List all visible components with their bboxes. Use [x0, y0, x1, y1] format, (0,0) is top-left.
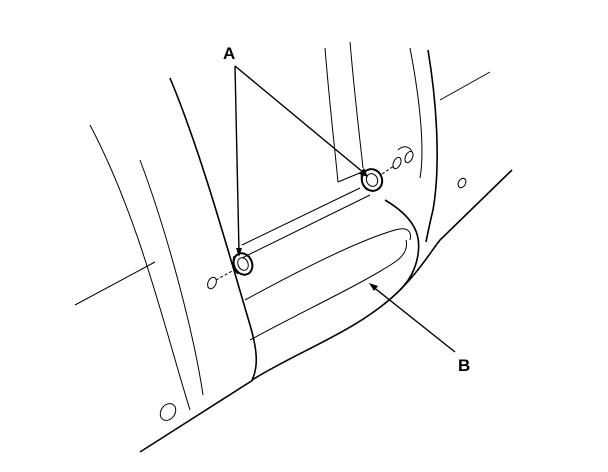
- clip-fastener-upper: [360, 146, 414, 192]
- right-pillar: [324, 41, 438, 243]
- hole-right: [457, 177, 467, 189]
- washer-upper-1: [392, 156, 402, 170]
- callout-b-label: B: [458, 356, 470, 375]
- hole-lower-left: [159, 403, 177, 421]
- clip-fastener-lower: [207, 252, 254, 290]
- sill-member: [139, 169, 513, 453]
- background-body-lines: [74, 71, 491, 411]
- washer-upper-2: [404, 150, 414, 164]
- left-panel: [139, 77, 258, 396]
- leader-line-b: [369, 283, 456, 353]
- leader-lines-a: [234, 65, 368, 257]
- body-holes: [159, 177, 467, 421]
- callout-a-label: A: [223, 44, 235, 63]
- washer-lower: [207, 276, 217, 290]
